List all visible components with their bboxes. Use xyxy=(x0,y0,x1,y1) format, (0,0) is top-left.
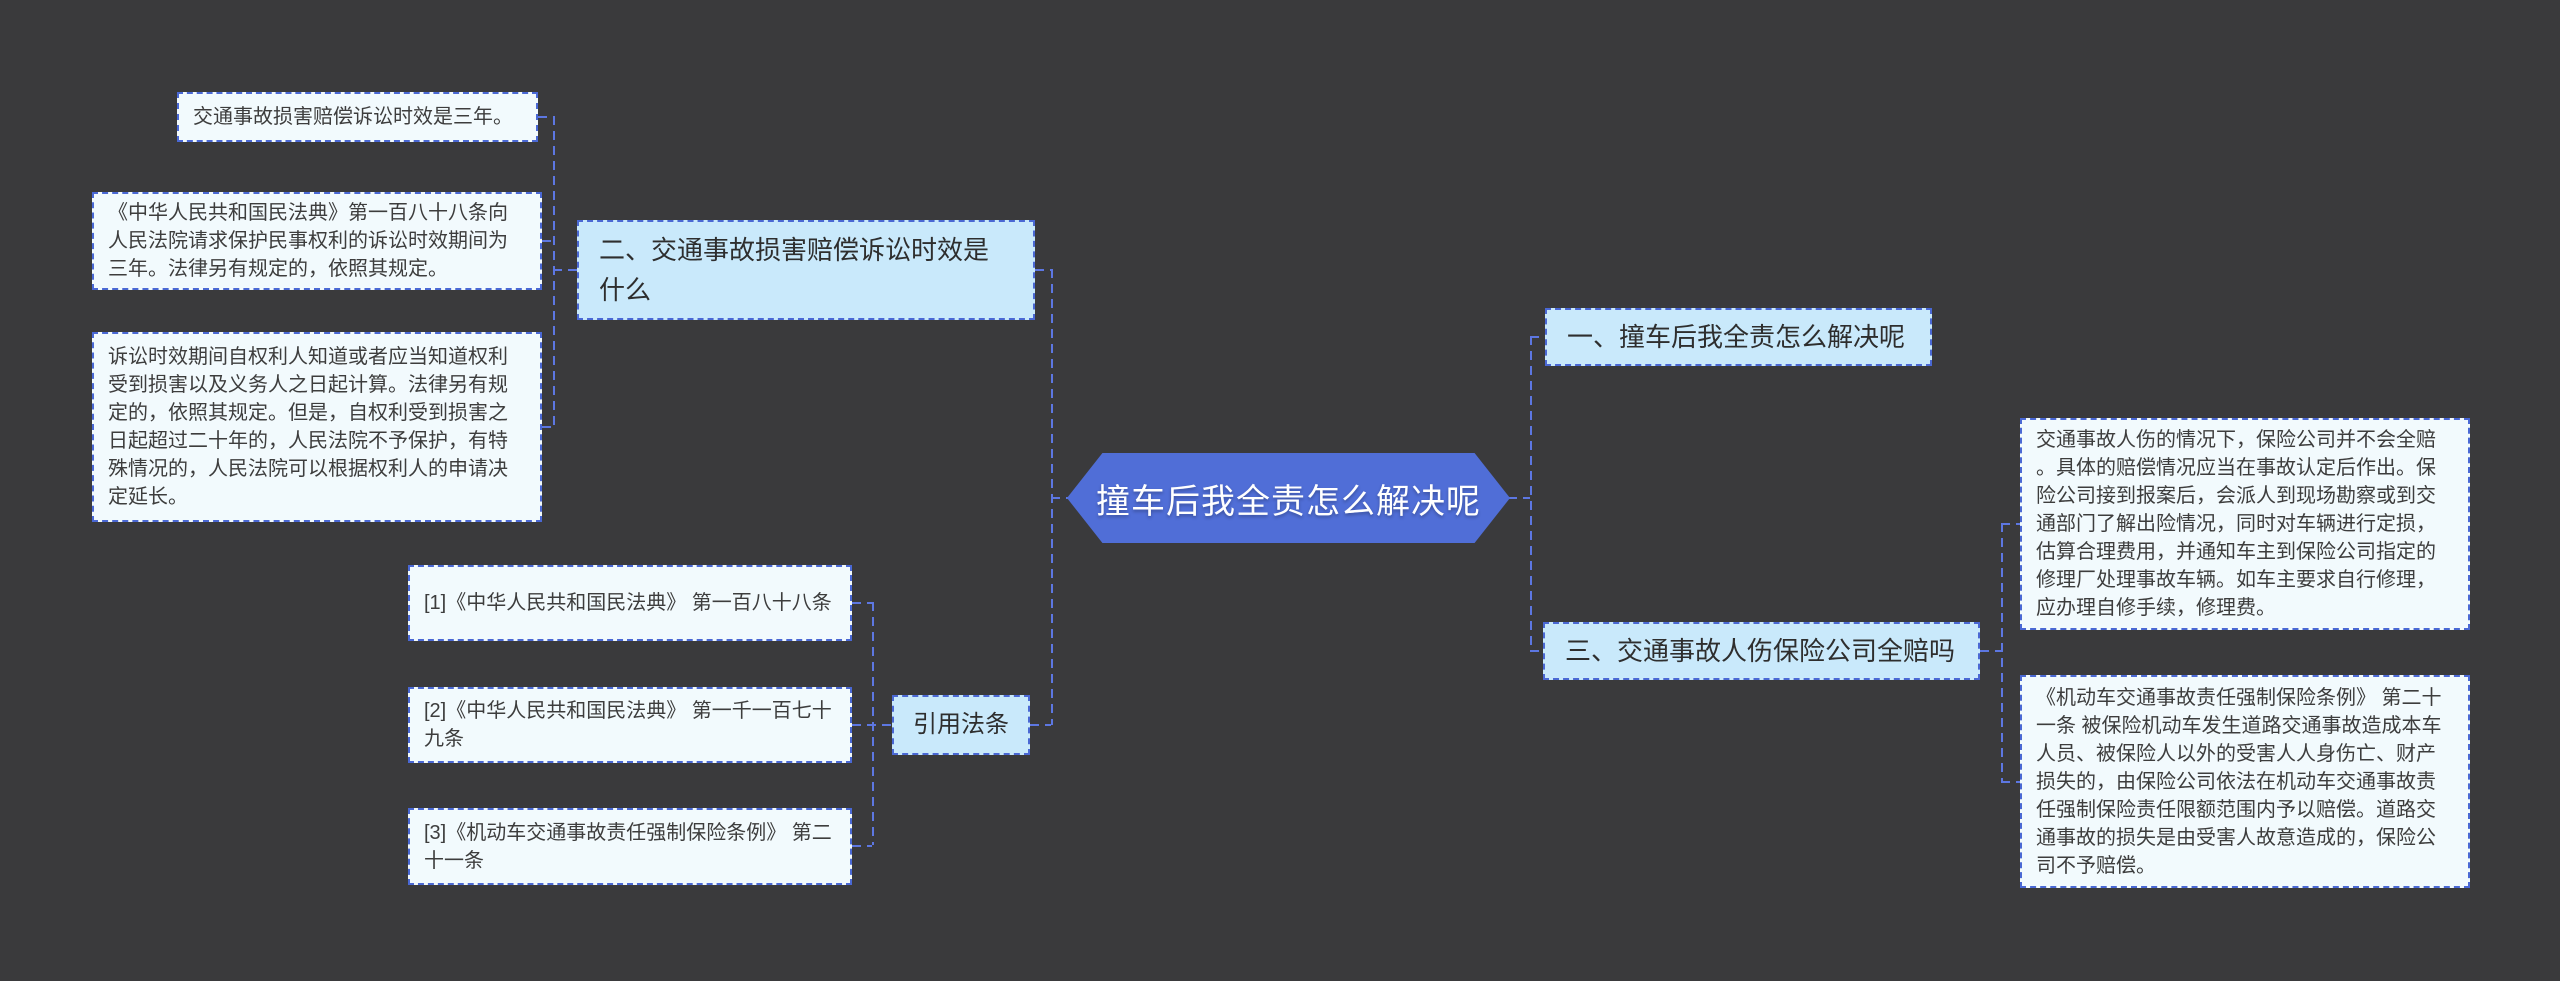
topic-node-citations[interactable]: 引用法条 xyxy=(892,695,1030,755)
connector-detail1-stub xyxy=(2001,523,2020,525)
note-limitation-calculation[interactable]: 诉讼时效期间自权利人知道或者应当知道权利受到损害以及义务人之日起计算。法律另有规… xyxy=(92,332,542,522)
connector-left-rail xyxy=(553,116,555,426)
topic-node-limitation[interactable]: 二、交通事故损害赔偿诉讼时效是什么 xyxy=(577,220,1035,320)
connector-center-right-rail xyxy=(1530,336,1532,650)
connector-ref3-stub xyxy=(852,845,872,847)
detail-note-resolve[interactable]: 交通事故人伤的情况下，保险公司并不会全赔。具体的赔偿情况应当在事故认定后作出。保… xyxy=(2020,418,2470,630)
note-limitation-three-years[interactable]: 交通事故损害赔偿诉讼时效是三年。 xyxy=(177,92,538,142)
citation-ref-3[interactable]: [3]《机动车交通事故责任强制保险条例》 第二十一条 xyxy=(408,808,852,885)
connector-note1-stub xyxy=(538,116,553,118)
connector-central-left-stub xyxy=(1051,497,1069,499)
topic-node-resolve[interactable]: 一、撞车后我全责怎么解决呢 xyxy=(1545,308,1932,366)
connector-topic2-left-stub xyxy=(553,269,577,271)
connector-cite-rail xyxy=(872,602,874,845)
citation-ref-2[interactable]: [2]《中华人民共和国民法典》 第一千一百七十九条 xyxy=(408,687,852,763)
detail-note-insurance[interactable]: 《机动车交通事故责任强制保险条例》 第二十一条 被保险机动车发生道路交通事故造成… xyxy=(2020,675,2470,888)
central-topic-node[interactable]: 撞车后我全责怎么解决呢 xyxy=(1067,453,1510,543)
connector-topic2-right-stub xyxy=(1035,269,1051,271)
citation-ref-1[interactable]: [1]《中华人民共和国民法典》 第一百八十八条 xyxy=(408,565,852,641)
connector-topic3-right-stub xyxy=(1980,650,2001,652)
connector-note3-stub xyxy=(542,426,553,428)
topic-node-insurance[interactable]: 三、交通事故人伤保险公司全赔吗 xyxy=(1543,622,1980,680)
connector-detail-rail xyxy=(2001,523,2003,781)
connector-detail3-stub xyxy=(2001,781,2020,783)
note-civil-code-188[interactable]: 《中华人民共和国民法典》第一百八十八条向人民法院请求保护民事权利的诉讼时效期间为… xyxy=(92,192,542,290)
connector-ref1-stub xyxy=(852,602,872,604)
connector-cite-right-stub xyxy=(1030,724,1051,726)
connector-central-right-stub xyxy=(1508,497,1530,499)
connector-topic3-left-stub xyxy=(1530,650,1543,652)
connector-topic1-stub xyxy=(1530,336,1545,338)
connector-note2-stub xyxy=(542,240,553,242)
